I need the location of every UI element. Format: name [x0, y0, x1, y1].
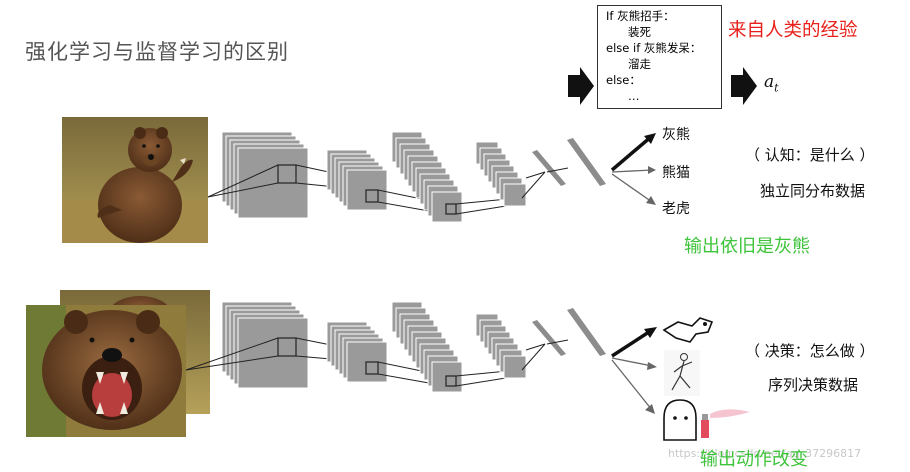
cognition-title: （ 认知：是什么 ） — [745, 146, 875, 164]
bear-roaring-image — [26, 305, 186, 437]
code-line: 装死 — [628, 25, 651, 39]
bear-waving-image — [62, 117, 208, 243]
watermark: https://blog.csdn.net/qq_37296817 — [668, 447, 862, 460]
play-dead-action-icon — [662, 317, 714, 343]
code-line: else： — [606, 73, 641, 87]
output-block-arrow-icon — [731, 67, 757, 105]
spray-action-icon — [663, 399, 750, 441]
output-label-grizzly: 灰熊 — [662, 127, 690, 143]
human-experience-label: 来自人类的经验 — [728, 20, 858, 41]
output-arrow-strong-top — [610, 134, 654, 172]
top-result-label: 输出依旧是灰熊 — [684, 236, 810, 257]
rule-code-box: If 灰熊招手： 装死 else if 灰熊发呆： 溜走 else： … — [597, 5, 722, 109]
fc-layer-2-bottom — [567, 308, 606, 356]
code-line: 溜走 — [628, 57, 651, 71]
action-symbol: at — [764, 72, 779, 94]
input-block-arrow-icon — [568, 67, 594, 105]
fc-layer-2-top — [567, 138, 606, 186]
conv-layer-stack-4-bottom — [475, 313, 527, 379]
fc-layer-1-bottom — [532, 320, 566, 356]
output-label-tiger: 老虎 — [662, 201, 690, 217]
iid-data-label: 独立同分布数据 — [760, 182, 866, 200]
code-line: … — [628, 89, 640, 103]
conv-layer-stack-1-bottom — [221, 301, 309, 389]
conv-layer-stack-4-top — [475, 141, 527, 207]
bottom-result-label: 输出动作改变 — [700, 449, 808, 470]
code-line: else if 灰熊发呆： — [606, 41, 702, 55]
page-title: 强化学习与监督学习的区别 — [25, 40, 289, 64]
conv-layer-stack-1-top — [221, 131, 309, 219]
conv-layer-stack-3-bottom — [391, 301, 463, 393]
conv-layer-stack-2-top — [326, 149, 388, 211]
sequential-data-label: 序列决策数据 — [768, 376, 859, 394]
conv-layer-stack-3-top — [391, 131, 463, 223]
conv-layer-stack-2-bottom — [326, 321, 388, 383]
output-label-panda: 熊猫 — [662, 165, 690, 181]
action-symbol-main: a — [764, 72, 775, 92]
fc-layer-1-top — [532, 150, 566, 186]
code-line: If 灰熊招手： — [606, 9, 675, 23]
action-symbol-subscript: t — [774, 81, 779, 95]
run-away-action-icon — [664, 350, 700, 396]
decision-title: （ 决策：怎么做 ） — [745, 342, 875, 360]
output-arrow-strong-bottom — [611, 328, 653, 358]
